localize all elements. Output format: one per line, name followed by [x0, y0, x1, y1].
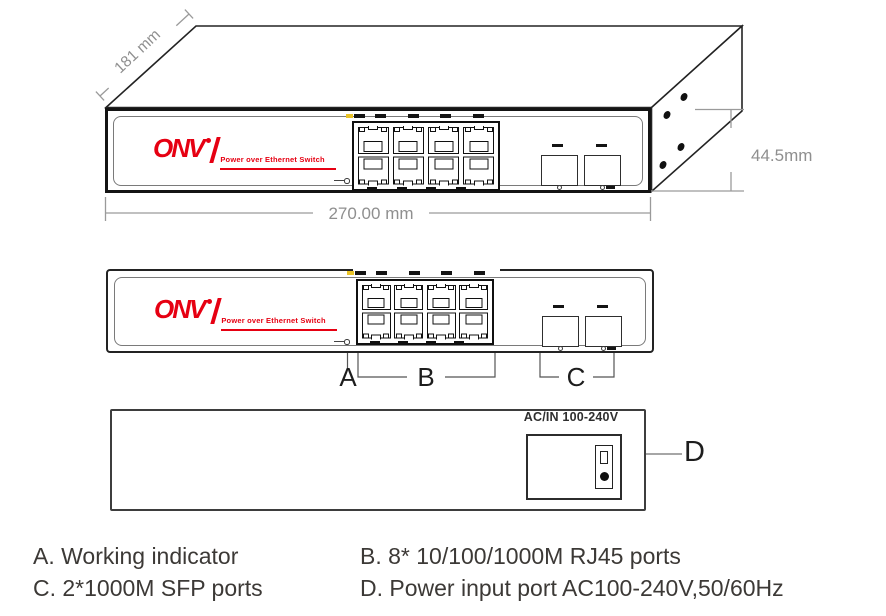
rj45-port	[463, 157, 495, 186]
dimension-height-lines	[651, 108, 744, 192]
callout-d-label: D	[684, 436, 705, 468]
port-led-mark	[353, 114, 365, 118]
logo-tagline-underline: Power over Ethernet Switch	[221, 310, 338, 331]
sfp-mark	[552, 144, 563, 147]
dimension-width-label: 270.00 mm	[313, 203, 429, 224]
rj45-port	[459, 313, 489, 340]
logo-slash-icon	[210, 298, 223, 324]
callout-c-label: C	[559, 364, 593, 390]
port-led-mark	[375, 114, 386, 118]
rj45-port	[361, 283, 391, 310]
port-led-mark	[441, 271, 452, 275]
logo-tagline-underline: Power over Ethernet Switch	[220, 149, 337, 170]
rj45-port	[357, 125, 389, 154]
legend-item-c: C. 2*1000M SFP ports	[33, 575, 263, 601]
rj45-row	[361, 313, 489, 340]
enclosure-top-notch	[353, 266, 500, 276]
sfp-port-2	[584, 155, 621, 186]
side-face	[650, 24, 743, 194]
logo-tagline: Power over Ethernet Switch	[220, 155, 325, 164]
onv-logo: ONV Power over Ethernet Switch	[154, 294, 338, 331]
callout-a-label: A	[339, 362, 357, 392]
fuse-holder-slot	[600, 451, 608, 464]
sfp-mark	[597, 305, 608, 308]
onv-logo: ONV Power over Ethernet Switch	[153, 133, 337, 170]
sfp-screw-hole	[556, 184, 562, 190]
rj45-port	[361, 313, 391, 340]
rj45-row	[361, 283, 489, 310]
power-led-mark	[347, 271, 354, 275]
logo-slash-icon	[209, 137, 222, 163]
led-indicator-row	[347, 271, 487, 275]
rj45-port	[394, 283, 424, 310]
rj45-port	[357, 157, 389, 186]
side-vent-holes	[659, 93, 688, 169]
led-indicator-row	[346, 114, 486, 118]
rj45-port	[428, 157, 460, 186]
working-indicator-led	[344, 178, 350, 184]
rj45-row	[357, 157, 495, 186]
rj45-port	[426, 313, 456, 340]
working-indicator-led	[344, 339, 350, 345]
rj45-row	[357, 125, 495, 154]
rj45-port	[463, 125, 495, 154]
logo-dot-icon	[207, 299, 213, 304]
rj45-port	[426, 283, 456, 310]
rj45-port	[394, 313, 424, 340]
rj45-port	[459, 283, 489, 310]
rj45-port	[392, 157, 424, 186]
sfp-mark	[606, 186, 615, 189]
port-led-mark	[354, 271, 366, 275]
top-face	[103, 25, 745, 109]
power-led-mark	[346, 114, 353, 118]
legend-item-d: D. Power input port AC100-240V,50/60Hz	[360, 575, 784, 601]
port-led-mark	[472, 114, 484, 118]
ac-input-label: AC/IN 100-240V	[523, 410, 619, 424]
dimension-height-label: 44.5mm	[751, 146, 813, 165]
rj45-port	[392, 125, 424, 154]
port-led-mark	[407, 114, 419, 118]
sfp-port-1	[541, 155, 578, 186]
sfp-screw-hole	[557, 345, 563, 351]
port-led-mark	[408, 271, 420, 275]
callout-b-label: B	[407, 364, 445, 390]
sfp-port-2	[585, 316, 622, 347]
sfp-mark	[607, 347, 616, 350]
logo-tagline: Power over Ethernet Switch	[221, 316, 326, 325]
port-led-mark	[376, 271, 387, 275]
sfp-mark	[596, 144, 607, 147]
rj45-port-block	[356, 279, 494, 345]
sfp-mark	[553, 305, 564, 308]
sfp-screw-hole	[600, 345, 606, 351]
rj45-port-block	[352, 121, 500, 191]
logo-text: ONV	[154, 294, 206, 324]
sfp-screw-hole	[599, 184, 605, 190]
port-led-mark	[440, 114, 451, 118]
rj45-port	[428, 125, 460, 154]
logo-text: ONV	[153, 133, 205, 163]
working-indicator-line	[334, 341, 344, 342]
working-indicator-line	[334, 180, 344, 181]
sfp-port-1	[542, 316, 579, 347]
legend-item-a: A. Working indicator	[33, 543, 239, 569]
port-led-mark	[473, 271, 485, 275]
legend-item-b: B. 8* 10/100/1000M RJ45 ports	[360, 543, 681, 569]
fuse-holder-button	[599, 472, 609, 481]
logo-dot-icon	[206, 138, 212, 143]
